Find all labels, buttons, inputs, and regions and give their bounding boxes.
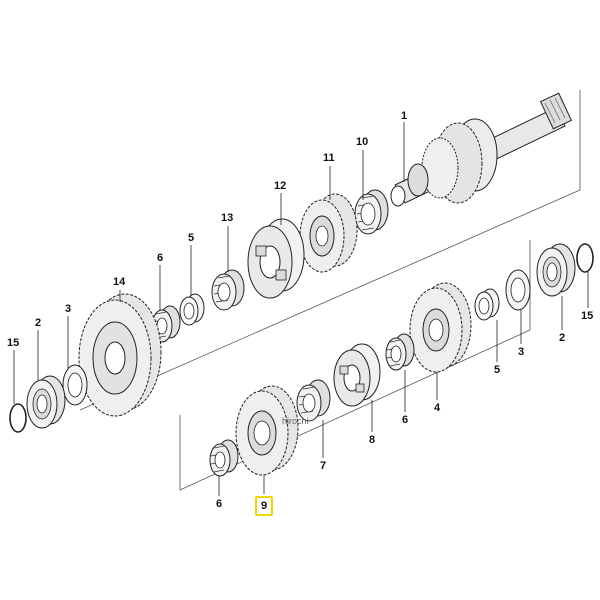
needle-bearing-6-lower-right <box>385 333 415 371</box>
callout-6-lower-right: 6 <box>402 414 409 426</box>
callout-5-upper: 5 <box>188 232 195 244</box>
needle-bearing-7 <box>296 379 331 422</box>
callout-2-lower: 2 <box>559 332 566 344</box>
washer-3-upper <box>62 364 88 406</box>
callout-15-upper: 15 <box>7 337 20 349</box>
ball-bearing-2-upper <box>26 375 66 429</box>
spacer-5-upper <box>179 293 205 326</box>
shift-collar-8 <box>333 343 381 407</box>
watermark-text: hirochi <box>282 416 309 426</box>
upper-shaft-frame <box>79 90 581 411</box>
callout-12: 12 <box>274 180 287 192</box>
callout-11: 11 <box>323 152 335 164</box>
leader-lines <box>13 122 589 496</box>
callout-9-highlighted[interactable]: 9 <box>255 496 274 516</box>
callout-7: 7 <box>320 460 327 472</box>
callout-14: 14 <box>113 276 126 288</box>
washer-3-lower <box>505 269 531 311</box>
callout-5-lower: 5 <box>494 364 501 376</box>
callout-4: 4 <box>434 402 441 414</box>
ball-bearing-2-lower <box>536 243 576 297</box>
circlip-15-upper <box>9 403 27 433</box>
callout-8: 8 <box>369 434 376 446</box>
gear-9 <box>235 385 299 476</box>
callout-3-upper: 3 <box>65 303 72 315</box>
needle-bearing-6-lower-left <box>209 439 239 477</box>
needle-bearing-13 <box>211 269 245 311</box>
callout-1: 1 <box>401 110 408 122</box>
callout-2-upper: 2 <box>35 317 42 329</box>
callout-6-upper: 6 <box>157 252 164 264</box>
spacer-5-lower <box>474 288 500 321</box>
needle-bearing-10 <box>354 189 389 235</box>
callout-10: 10 <box>356 136 369 148</box>
main-shaft-1 <box>390 92 573 207</box>
gear-11 <box>299 193 358 273</box>
callout-15-lower: 15 <box>581 310 594 322</box>
gear-14 <box>78 293 162 417</box>
callout-6-lower-left: 6 <box>216 498 223 510</box>
shift-collar-12 <box>247 218 305 299</box>
callout-13: 13 <box>221 212 234 224</box>
circlip-15-lower <box>576 243 594 273</box>
gear-4 <box>409 282 472 373</box>
callout-3-lower: 3 <box>518 346 525 358</box>
